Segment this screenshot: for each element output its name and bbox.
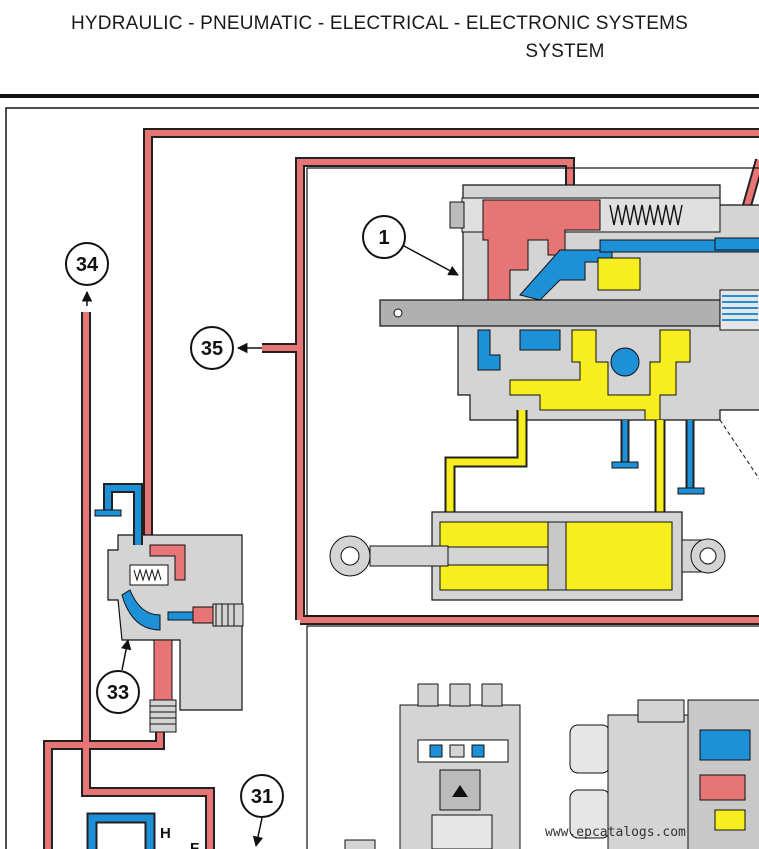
steering-valve-block xyxy=(569,699,759,849)
port-letter-f: F xyxy=(190,840,199,849)
callout-31: 31 xyxy=(240,774,284,848)
valve-panel-frame xyxy=(306,167,759,617)
port-letter-h: H xyxy=(160,825,171,842)
callout-35-label: 35 xyxy=(201,338,223,360)
left-bottom-fitting xyxy=(86,812,376,849)
callout-31-label: 31 xyxy=(251,786,273,808)
callout-34: 34 xyxy=(65,242,109,306)
callout-33: 33 xyxy=(96,638,140,714)
callout-34-label: 34 xyxy=(76,254,99,276)
callout-1: 1 xyxy=(362,215,459,276)
callout-35: 35 xyxy=(190,326,262,370)
priority-valve xyxy=(94,483,244,733)
control-valve xyxy=(379,184,759,495)
solenoid-valve-block xyxy=(399,683,521,849)
lower-panel-frame xyxy=(306,625,759,849)
page-subtitle: SYSTEM xyxy=(525,41,605,62)
diagram-frame xyxy=(5,107,759,849)
callout-1-label: 1 xyxy=(378,227,389,249)
hydraulic-cylinder xyxy=(329,511,726,601)
watermark: www.epcatalogs.com xyxy=(545,825,686,840)
header-rule xyxy=(0,94,759,98)
callout-33-label: 33 xyxy=(107,682,129,704)
page-title: HYDRAULIC - PNEUMATIC - ELECTRICAL - ELE… xyxy=(71,13,688,34)
